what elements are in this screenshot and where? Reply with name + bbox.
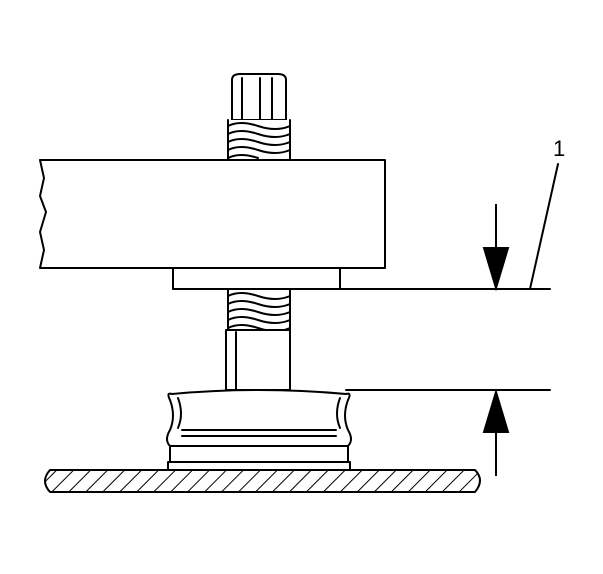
arrow-up-icon: [482, 388, 510, 433]
bushing: [166, 389, 352, 471]
bolt-shaft: [225, 329, 291, 391]
lower-bolt-threads: [227, 288, 291, 332]
base-surface: [44, 469, 481, 493]
arrow-down-icon: [482, 247, 510, 292]
callout-leader-line: [529, 163, 559, 290]
dimension-arrows: [482, 204, 510, 476]
flange-plate: [172, 267, 341, 290]
callout-label-1: 1: [553, 136, 566, 161]
bolt-head: [231, 73, 287, 121]
tool-body: [39, 159, 386, 269]
upper-bolt-threads: [227, 119, 291, 161]
